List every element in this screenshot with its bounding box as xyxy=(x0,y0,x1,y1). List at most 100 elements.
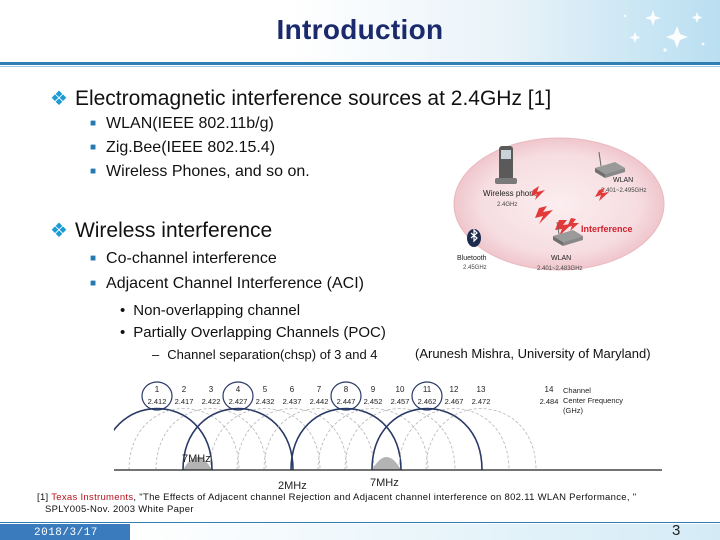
channel-frequency: 2.462 xyxy=(418,397,437,406)
square-bullet-icon: ■ xyxy=(90,118,97,129)
channel-overlap-diagram: 12.41222.41732.42242.42752.43262.43772.4… xyxy=(114,381,662,490)
channel-arc-8 xyxy=(290,407,402,471)
channel-frequency: 2.484 xyxy=(540,397,559,406)
bullet-text: Wireless interference xyxy=(74,219,273,242)
label-7mhz-left: 7MHz xyxy=(182,453,211,465)
dot-bullet-icon: • xyxy=(120,324,126,341)
channel-labels: 12.41222.41732.42242.42752.43262.43772.4… xyxy=(141,381,559,411)
bullet-text: Electromagnetic interference sources at … xyxy=(74,87,552,110)
reference-footnote: [1] Texas Instruments, "The Effects of A… xyxy=(37,492,697,516)
wlan-bottom-freq: 2.401~2.483GHz xyxy=(537,266,583,272)
subsub-bullet-nonoverlap: • Non-overlapping channel xyxy=(120,302,300,319)
channel-arc-3 xyxy=(155,408,267,471)
diamond-bullet-icon: ❖ xyxy=(50,220,68,242)
channel-arc-13 xyxy=(425,408,537,471)
subsub-bullet-poc: •Partially Overlapping Channels (POC) xyxy=(120,324,386,341)
square-bullet-icon: ■ xyxy=(90,278,97,289)
channel-number: 13 xyxy=(477,385,486,394)
channel-frequency: 2.452 xyxy=(364,397,383,406)
diamond-bullet-icon: ❖ xyxy=(50,88,68,110)
channel-number: 11 xyxy=(423,385,432,394)
footer-divider xyxy=(0,522,720,523)
channel-number: 10 xyxy=(396,385,405,394)
label-7mhz-right: 7MHz xyxy=(370,477,399,489)
channel-arc-12 xyxy=(398,408,510,471)
sub-bullet-zigbee: ■ Zig.Bee(IEEE 802.15.4) xyxy=(90,139,275,157)
bluetooth-icon xyxy=(467,228,481,247)
channel-number: 14 xyxy=(545,385,554,394)
ref-title: , "The Effects of Adjacent channel Rejec… xyxy=(133,492,637,503)
interference-label: Interference xyxy=(581,224,633,234)
subsub-bullet-text: Non-overlapping channel xyxy=(133,302,301,319)
channel-number: 4 xyxy=(236,385,241,394)
ref-org: Texas Instruments xyxy=(51,492,134,503)
channel-frequency: 2.422 xyxy=(202,397,221,406)
detail-bullet-chsp: –Channel separation(chsp) of 3 and 4 xyxy=(152,347,378,362)
lightning-bolt-icon xyxy=(535,206,553,224)
decorative-stars-icon xyxy=(623,10,705,52)
sub-bullet-text: Zig.Bee(IEEE 802.15.4) xyxy=(106,139,276,156)
dot-bullet-icon: • xyxy=(120,302,126,319)
title-bar xyxy=(0,0,720,62)
dash-bullet-icon: – xyxy=(152,347,160,362)
bullet-em-sources: ❖ Electromagnetic interference sources at… xyxy=(50,86,551,111)
sub-bullet-cochannel: ■ Co-channel interference xyxy=(90,250,277,268)
square-bullet-icon: ■ xyxy=(90,253,97,264)
wlan-top-freq: 2.401~2.495GHz xyxy=(601,188,647,194)
label-2mhz: 2MHz xyxy=(278,480,307,490)
channel-number: 6 xyxy=(290,385,295,394)
page-number: 3 xyxy=(672,522,681,539)
slide-date: 2018/3/17 xyxy=(34,527,98,539)
sub-bullet-text: Wireless Phones, and so on. xyxy=(106,163,310,180)
interference-figure: Wireless phone 2.4GHz WLAN 2.401~2.495GH… xyxy=(453,137,665,272)
channel-circle-4 xyxy=(222,381,254,411)
channel-arc-5 xyxy=(209,408,321,471)
lightning-bolt-icon xyxy=(595,188,609,201)
channel-arc-7 xyxy=(263,408,375,471)
phone-label: Wireless phone xyxy=(483,189,539,198)
wlan-bottom-label: WLAN xyxy=(551,255,571,262)
channel-number: 8 xyxy=(344,385,349,394)
channel-arc-1 xyxy=(114,407,213,471)
channel-frequency: 2.442 xyxy=(310,397,329,406)
channel-frequency: 2.467 xyxy=(445,397,464,406)
title-divider xyxy=(0,62,720,65)
detail-text: Channel separation(chsp) of 3 and 4 xyxy=(167,347,378,362)
overlap-region xyxy=(183,456,212,470)
sub-bullet-phones: ■Wireless Phones, and so on. xyxy=(90,163,310,181)
channel-circle-1 xyxy=(141,381,173,411)
footer-bar xyxy=(130,524,720,540)
bluetooth-freq: 2.45GHz xyxy=(463,265,487,271)
square-bullet-icon: ■ xyxy=(90,142,97,153)
channel-frequency: 2.472 xyxy=(472,397,491,406)
sub-bullet-text: WLAN(IEEE 802.11b/g) xyxy=(106,115,274,132)
legend-ghz: (GHz) xyxy=(563,406,583,415)
overlap-shading xyxy=(183,456,401,470)
channel-frequency: 2.412 xyxy=(148,397,167,406)
wlan-top-label: WLAN xyxy=(613,177,633,184)
wlan-router-top-icon xyxy=(595,151,625,178)
channel-number: 12 xyxy=(450,385,459,394)
channel-arc-6 xyxy=(236,408,348,471)
channel-arc-11 xyxy=(371,407,483,471)
sub-bullet-wlan: ■ WLAN(IEEE 802.11b/g) xyxy=(90,115,274,133)
ref-line2: SPLY005-Nov. 2003 White Paper xyxy=(45,504,194,515)
channel-arc-4 xyxy=(182,407,294,471)
footer-date-box xyxy=(0,524,130,540)
channel-arc-9 xyxy=(317,408,429,471)
overlap-region xyxy=(372,456,401,470)
bluetooth-label: Bluetooth xyxy=(457,255,487,262)
channel-number: 9 xyxy=(371,385,376,394)
channel-number: 2 xyxy=(182,385,187,394)
channel-frequency: 2.427 xyxy=(229,397,248,406)
channel-frequency: 2.432 xyxy=(256,397,275,406)
channel-frequency: 2.417 xyxy=(175,397,194,406)
channel-number: 7 xyxy=(317,385,322,394)
channel-frequency: 2.457 xyxy=(391,397,410,406)
sub-bullet-text: Co-channel interference xyxy=(106,250,277,267)
slide-title: Introduction xyxy=(276,14,444,45)
wireless-phone-icon xyxy=(495,146,517,184)
lightning-bolt-icon xyxy=(555,220,572,236)
channel-circle-11 xyxy=(411,381,443,411)
figure-credit: (Arunesh Mishra, University of Maryland) xyxy=(415,346,651,361)
